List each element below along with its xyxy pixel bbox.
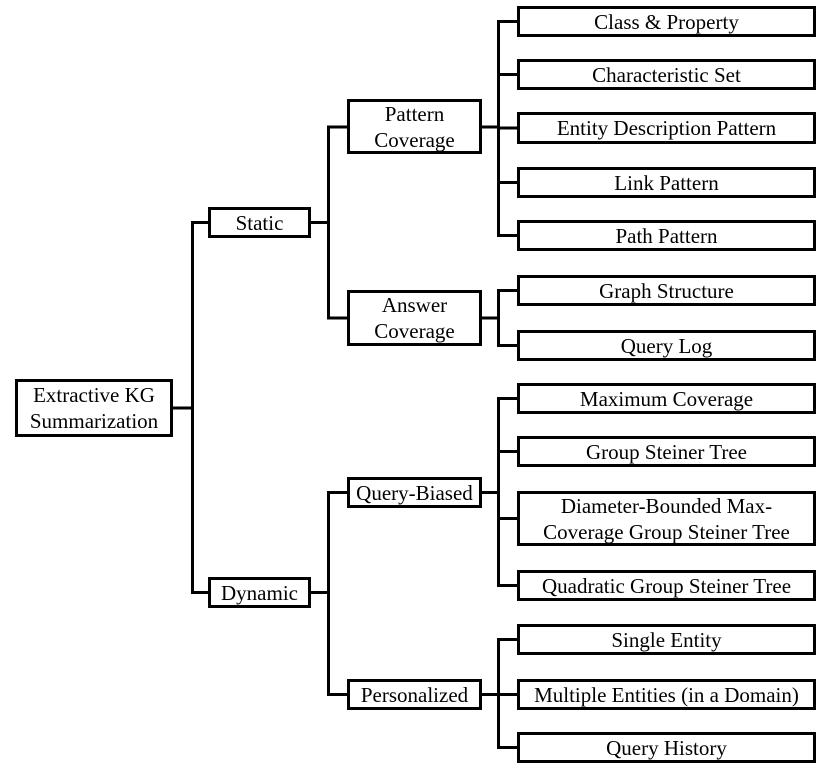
tree-node-class-and-property: Class & Property xyxy=(517,6,816,37)
tree-node-query-log: Query Log xyxy=(517,330,816,361)
tree-node-root: Extractive KG Summarization xyxy=(15,379,173,437)
tree-node-graph-structure: Graph Structure xyxy=(517,275,816,306)
tree-node-diameter-bounded-max-coverage-group-steiner-tree: Diameter-Bounded Max- Coverage Group Ste… xyxy=(517,491,816,546)
tree-node-personalized: Personalized xyxy=(347,679,482,710)
tree-node-single-entity: Single Entity xyxy=(517,624,816,655)
tree-node-multiple-entities-in-a-domain: Multiple Entities (in a Domain) xyxy=(517,679,816,710)
tree-node-dynamic: Dynamic xyxy=(208,577,311,608)
tree-node-path-pattern: Path Pattern xyxy=(517,220,816,251)
connector-dynamic-to-children xyxy=(311,491,347,696)
tree-node-entity-description-pattern: Entity Description Pattern xyxy=(517,112,816,144)
connector-pattern-coverage-to-leaves xyxy=(482,20,517,237)
tree-node-query-history: Query History xyxy=(517,732,816,763)
connector-root-to-level1 xyxy=(173,221,208,594)
tree-node-answer-coverage: Answer Coverage xyxy=(347,290,482,346)
tree-node-characteristic-set: Characteristic Set xyxy=(517,59,816,90)
connector-answer-coverage-to-leaves xyxy=(482,289,517,347)
tree-node-quadratic-group-steiner-tree: Quadratic Group Steiner Tree xyxy=(517,570,816,601)
tree-node-maximum-coverage: Maximum Coverage xyxy=(517,383,816,414)
tree-node-query-biased: Query-Biased xyxy=(347,477,482,508)
connector-personalized-to-leaves xyxy=(482,638,517,749)
tree-node-group-steiner-tree: Group Steiner Tree xyxy=(517,436,816,467)
tree-node-pattern-coverage: Pattern Coverage xyxy=(347,99,482,154)
connector-query-biased-to-leaves xyxy=(482,397,517,587)
connector-static-to-children xyxy=(311,125,347,320)
tree-node-static: Static xyxy=(208,207,311,238)
tree-node-link-pattern: Link Pattern xyxy=(517,167,816,198)
